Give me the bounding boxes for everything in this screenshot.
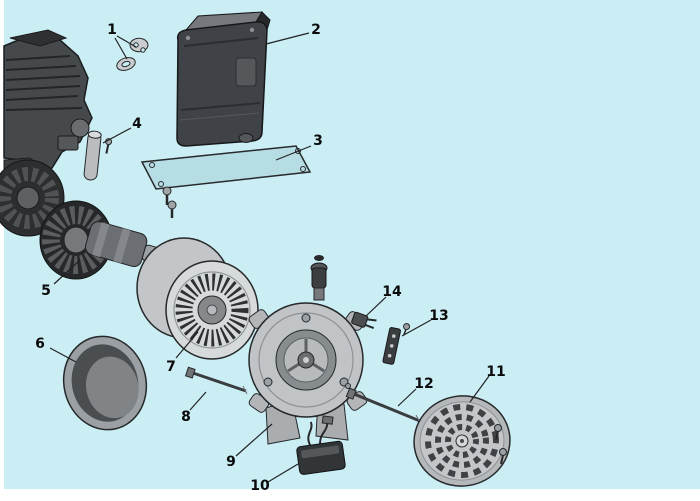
heat-shield-plate <box>140 145 312 190</box>
callout-11: 11 <box>486 364 505 380</box>
callout-13: 13 <box>429 308 448 324</box>
callout-2: 2 <box>311 22 321 38</box>
alternator-housing <box>248 255 368 445</box>
callout-14: 14 <box>382 284 402 300</box>
cooling-fins <box>5 55 83 111</box>
avr-module <box>296 415 346 475</box>
carburetor <box>70 118 90 138</box>
leader-lines <box>49 32 490 483</box>
exhaust-gaskets <box>116 37 149 71</box>
rotor-assembly <box>39 200 174 280</box>
end-cover <box>413 395 511 487</box>
callout-7: 7 <box>166 359 176 375</box>
callout-4: 4 <box>132 116 142 132</box>
callout-3: 3 <box>313 133 323 149</box>
muffler-outlet <box>238 133 254 143</box>
callout-9: 9 <box>226 454 236 470</box>
muffler <box>176 11 271 147</box>
callout-5: 5 <box>41 283 51 299</box>
outer-ring <box>62 335 148 431</box>
brush-holder <box>310 255 328 301</box>
through-bolt-short <box>184 366 248 395</box>
cover-bolts <box>494 424 507 465</box>
small-bracket <box>351 311 377 330</box>
callout-12: 12 <box>414 376 433 392</box>
stator <box>136 237 259 360</box>
callout-10: 10 <box>250 478 270 494</box>
callout-6: 6 <box>35 336 45 352</box>
callout-8: 8 <box>181 409 191 425</box>
callout-1: 1 <box>107 22 117 38</box>
plate-bolts <box>162 186 177 218</box>
